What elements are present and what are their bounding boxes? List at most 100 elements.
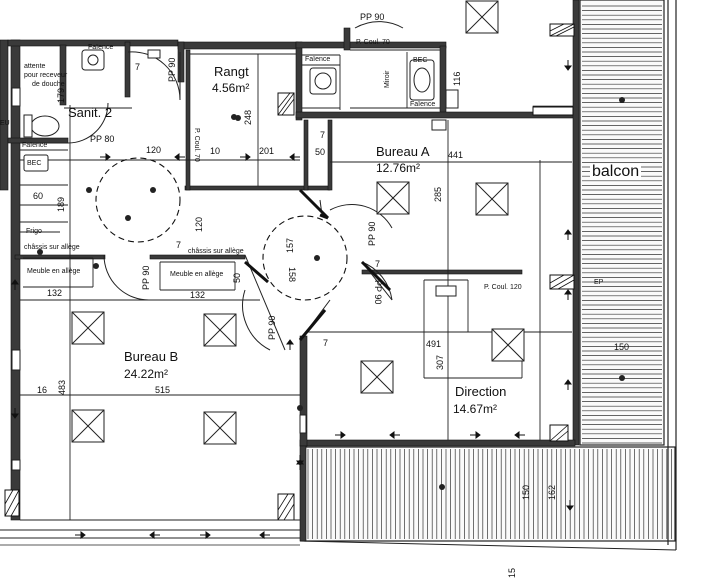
dim-285: 285 [433, 186, 443, 202]
socket-icon [231, 114, 237, 120]
dim-pp90-a1: PP 90 [367, 221, 377, 246]
dim-307: 307 [435, 354, 445, 370]
ceiling-light-icon [203, 411, 237, 445]
dim-10: 10 [210, 146, 221, 156]
airflow-arrow-icon [564, 229, 572, 240]
socket-icon [37, 249, 43, 255]
ceiling-light-icon [71, 311, 105, 345]
attente-note-1: attente [24, 63, 46, 70]
direction-area: 14.67m² [453, 402, 498, 416]
dim-60: 60 [33, 191, 44, 201]
airflow-arrow-icon [75, 531, 86, 539]
balcon-name: balcon [590, 163, 642, 180]
faience-label-2: Faïence [22, 142, 48, 149]
bureau-b-name: Bureau B [124, 349, 179, 364]
dim-515: 515 [155, 385, 171, 395]
dim-150-b: 150 [521, 484, 531, 500]
airflow-arrow-icon [240, 153, 251, 161]
dim-pp90-rangt: PP 90 [167, 57, 177, 82]
airflow-arrow-icon [100, 153, 111, 161]
socket-icon [619, 97, 625, 103]
dim-150-a: 150 [614, 342, 630, 352]
airflow-arrow-icon [259, 531, 270, 539]
ceiling-light-icon [71, 409, 105, 443]
airflow-arrow-icon [564, 289, 572, 300]
dim-7-c: 7 [176, 240, 182, 250]
dim-50-a: 50 [315, 147, 326, 157]
socket-icon [297, 405, 303, 411]
ceiling-light-icon [491, 328, 525, 362]
faience-label-4: Faïence [410, 101, 436, 108]
socket-icon [150, 187, 156, 193]
dim-7-a: 7 [135, 62, 141, 72]
airflow-arrow-icon [11, 279, 19, 290]
dim-pp90-dir: PP 90 [267, 315, 277, 340]
dim-pp90-top: PP 90 [360, 12, 385, 22]
dim-483: 483 [57, 379, 67, 395]
ceiling-light-icon [376, 181, 410, 215]
chassis-label-1: châssis sur allège [24, 244, 80, 251]
sanit-name: Sanit. 2 [68, 105, 113, 120]
airflow-arrow-icon [470, 431, 481, 439]
dim-pp80: PP 80 [90, 134, 115, 144]
faience-label-3: Faïence [305, 56, 331, 63]
socket-icon [314, 255, 320, 261]
p-coul-70-top: P. Coul. 70 [356, 39, 390, 46]
ceiling-light-icon [475, 182, 509, 216]
socket-icon [86, 187, 92, 193]
ceiling-light-icon [465, 0, 499, 34]
dim-132-a: 132 [47, 288, 63, 298]
sanitary-fixtures [11, 49, 459, 471]
ceiling-light-icon [203, 313, 237, 347]
frigo-label: Frigo [26, 228, 42, 235]
dim-162: 162 [547, 484, 557, 500]
dim-15: 15 [507, 567, 517, 578]
airflow-arrow-icon [335, 431, 346, 439]
attente-note-3: de douche [32, 81, 65, 88]
dim-7-d: 7 [323, 338, 329, 348]
dim-120-a: 120 [146, 145, 162, 155]
dim-50-b: 50 [232, 272, 242, 283]
airflow-arrow-icon [11, 408, 19, 419]
p-coul-70-side: P. Coul. 70 [193, 128, 200, 162]
bureau-b-area: 24.22m² [124, 367, 169, 381]
socket-icon [93, 263, 99, 269]
ceiling-light-icon [360, 360, 394, 394]
airflow-arrow-icon [566, 500, 574, 511]
bureau-a-area: 12.76m² [376, 161, 421, 175]
balcony-hatch [579, 0, 665, 446]
dim-201: 201 [259, 146, 275, 156]
dim-116: 116 [452, 71, 462, 86]
dim-179: 179 [56, 87, 66, 103]
dim-441: 441 [448, 150, 464, 160]
airflow-arrow-icon [286, 339, 294, 350]
dim-158: 158 [287, 267, 297, 283]
meuble-label-2: Meuble en allège [170, 271, 224, 278]
miroir-label: Miroir [384, 70, 391, 89]
ep-label: EP [594, 279, 604, 286]
airflow-arrow-icon [564, 379, 572, 390]
airflow-arrow-icon [514, 431, 525, 439]
dim-189: 189 [56, 196, 66, 212]
bureau-a-name: Bureau A [376, 144, 430, 159]
airflow-arrow-icon [149, 531, 160, 539]
airflow-arrow-icon [564, 60, 572, 71]
eu-label: EU [0, 120, 10, 127]
dim-pp90-b: PP 90 [141, 265, 151, 290]
attente-note-2: pour receveur [24, 72, 68, 79]
dim-120-b: 120 [194, 216, 204, 232]
p-coul-120: P. Coul. 120 [484, 284, 522, 291]
dim-7-e: 7 [375, 259, 381, 269]
airflow-arrow-icon [174, 153, 185, 161]
socket-icon [439, 484, 445, 490]
airflow-arrow-icon [200, 531, 211, 539]
dim-157: 157 [285, 237, 295, 253]
socket-icon [619, 375, 625, 381]
rangt-area: 4.56m² [212, 81, 250, 95]
dim-132-b: 132 [190, 290, 206, 300]
airflow-arrow-icon [389, 431, 400, 439]
socket-icon [125, 215, 131, 221]
airflow-arrow-icon [289, 153, 300, 161]
dim-pp90-a2: PP 90 [373, 280, 383, 305]
